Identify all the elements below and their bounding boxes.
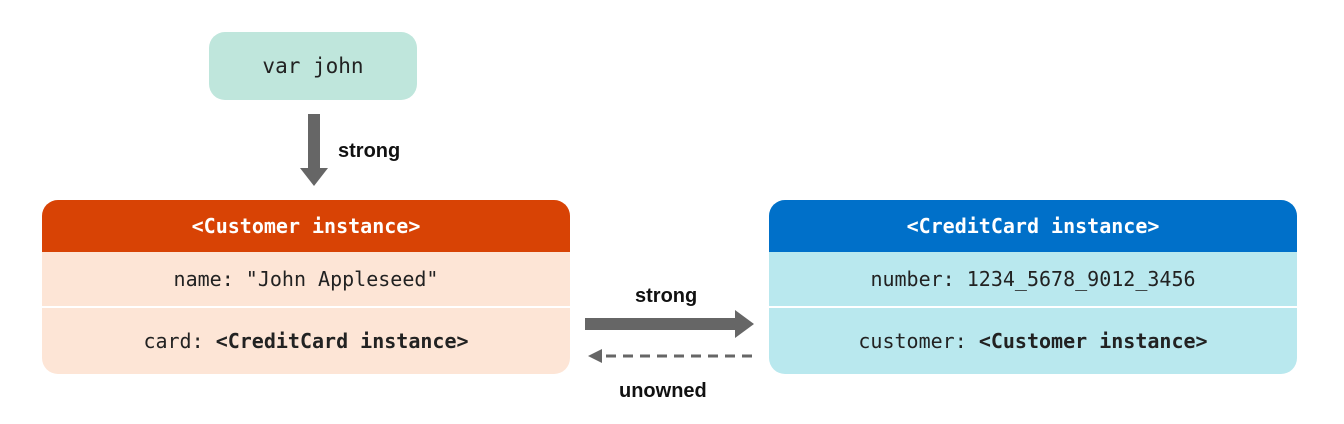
creditcard-customer-value: <Customer instance> [978,329,1208,353]
strong-arrow-customer-to-card [585,310,754,338]
unowned-arrow-card-to-customer [588,349,752,363]
customer-card-row: card: <CreditCard instance> [42,308,570,374]
customer-instance-title: <Customer instance> [191,214,421,238]
creditcard-number-key: number: [870,267,967,291]
strong-arrow-var-to-customer [300,114,328,186]
customer-name-value: "John Appleseed" [245,267,439,291]
creditcard-number-value: 1234_5678_9012_3456 [966,267,1196,291]
customer-instance-card: <Customer instance> name: "John Applesee… [42,200,570,374]
var-john-label: var john [262,54,364,78]
creditcard-customer-key: customer: [858,329,979,353]
strong-label-middle: strong [635,285,698,307]
customer-card-value: <CreditCard instance> [215,329,469,353]
customer-card-key: card: [143,329,216,353]
strong-label-top: strong [338,140,401,162]
creditcard-number-row: number: 1234_5678_9012_3456 [769,252,1297,308]
creditcard-instance-header: <CreditCard instance> [769,200,1297,252]
var-john-node: var john [209,32,417,100]
unowned-label: unowned [619,380,707,402]
customer-name-key: name: [173,267,246,291]
customer-name-row: name: "John Appleseed" [42,252,570,308]
creditcard-instance-title: <CreditCard instance> [906,214,1160,238]
creditcard-customer-row: customer: <Customer instance> [769,308,1297,374]
creditcard-instance-card: <CreditCard instance> number: 1234_5678_… [769,200,1297,374]
customer-instance-header: <Customer instance> [42,200,570,252]
